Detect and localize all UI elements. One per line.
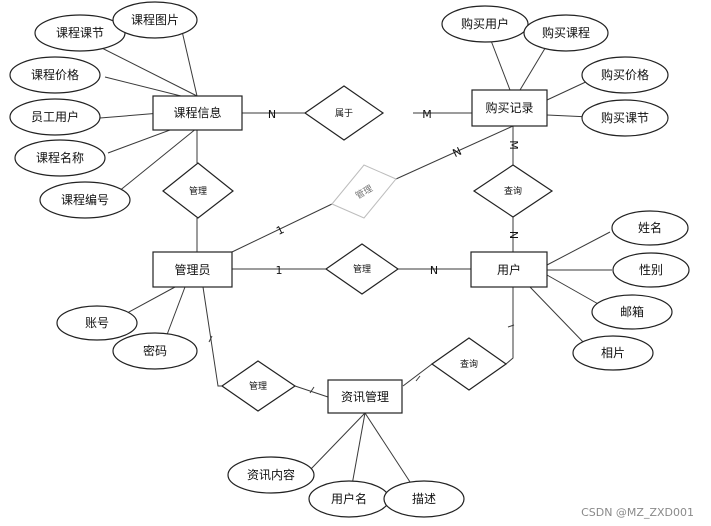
card-query-purchase-user: N: [507, 231, 520, 239]
attr-staff-user: 员工用户: [9, 98, 101, 136]
attr-course-price-label: 课程价格: [31, 67, 79, 82]
tick-marks: [208, 324, 515, 394]
attr-password: 密码: [112, 332, 198, 370]
attr-course-id: 课程编号: [39, 181, 131, 219]
attr-staff-user-label: 员工用户: [31, 109, 79, 124]
attr-news-content-label: 资讯内容: [247, 467, 295, 482]
card-manage-user-user: N: [430, 264, 438, 277]
relationship-belongs-label: 属于: [335, 108, 353, 119]
attr-course-lesson: 课程课节: [34, 14, 126, 52]
attr-course-price: 课程价格: [9, 56, 101, 94]
attr-account-label: 账号: [85, 316, 109, 330]
attr-course-lesson-label: 课程课节: [56, 25, 104, 40]
relationship-query-news-label: 查询: [460, 358, 478, 370]
attr-gender-label: 性别: [639, 263, 663, 277]
card-query-purchase-record: M: [507, 140, 520, 150]
attr-purchase-lesson-label: 购买课节: [601, 110, 649, 125]
attr-email: 邮箱: [591, 294, 673, 330]
card-belongs-left: N: [268, 108, 276, 121]
attr-name: 姓名: [611, 210, 689, 246]
entity-course-info: 课程信息: [152, 95, 243, 131]
relationship-query-purchase-label: 查询: [504, 185, 522, 197]
entity-purchase-record: 购买记录: [471, 89, 548, 127]
attr-description: 描述: [383, 480, 465, 518]
relationship-manage-news: 管理: [220, 360, 297, 412]
attr-purchase-price: 购买价格: [581, 56, 669, 94]
attr-description-label: 描述: [412, 492, 436, 506]
attr-username-label: 用户名: [331, 491, 367, 506]
attr-purchase-price-label: 购买价格: [601, 67, 649, 82]
attr-course-name: 课程名称: [14, 139, 106, 177]
attr-purchase-course-label: 购买课程: [542, 25, 590, 40]
relationship-manage-purchase: 管理: [331, 164, 397, 219]
relationship-query-purchase: 查询: [472, 164, 554, 218]
relationship-belongs: 属于: [303, 85, 385, 141]
attr-course-image-label: 课程图片: [131, 12, 179, 27]
attr-gender: 性别: [612, 252, 690, 288]
relationship-query-news: 查询: [430, 337, 508, 391]
entity-user: 用户: [470, 251, 548, 288]
attr-purchase-user: 购买用户: [441, 5, 529, 43]
watermark: CSDN @MZ_ZXD001: [581, 506, 694, 519]
attr-course-id-label: 课程编号: [61, 192, 109, 207]
attr-password-label: 密码: [143, 343, 167, 358]
relationship-manage-course-label: 管理: [189, 185, 207, 197]
attr-purchase-lesson: 购买课节: [581, 99, 669, 137]
relationship-manage-news-label: 管理: [249, 380, 267, 392]
attr-photo-label: 相片: [601, 346, 625, 360]
attr-email-label: 邮箱: [620, 304, 644, 319]
entity-admin-label: 管理员: [174, 262, 210, 277]
entity-admin: 管理员: [152, 251, 233, 288]
attr-username: 用户名: [308, 480, 390, 518]
entity-course-info-label: 课程信息: [173, 105, 221, 120]
attr-news-content: 资讯内容: [227, 456, 315, 494]
attr-account: 账号: [56, 305, 138, 341]
attr-purchase-course: 购买课程: [523, 14, 609, 52]
attr-course-image: 课程图片: [112, 1, 198, 39]
card-manage-purchase-record: N: [451, 145, 464, 160]
connector-lines: [71, 30, 612, 486]
entity-user-label: 用户: [497, 262, 521, 277]
entity-news-mgmt: 资讯管理: [327, 379, 403, 414]
entity-purchase-record-label: 购买记录: [485, 100, 533, 115]
relationship-manage-user: 管理: [324, 243, 400, 295]
card-manage-user-admin: 1: [276, 264, 283, 277]
attr-name-label: 姓名: [638, 220, 662, 235]
relationship-manage-course: 管理: [162, 162, 234, 219]
attr-photo: 相片: [572, 335, 654, 371]
entity-news-mgmt-label: 资讯管理: [341, 389, 389, 404]
relationship-manage-user-label: 管理: [353, 263, 371, 275]
card-manage-purchase-admin: 1: [274, 223, 286, 238]
attr-course-name-label: 课程名称: [36, 150, 84, 165]
attr-purchase-user-label: 购买用户: [461, 16, 509, 31]
card-belongs-right: M: [422, 108, 432, 121]
